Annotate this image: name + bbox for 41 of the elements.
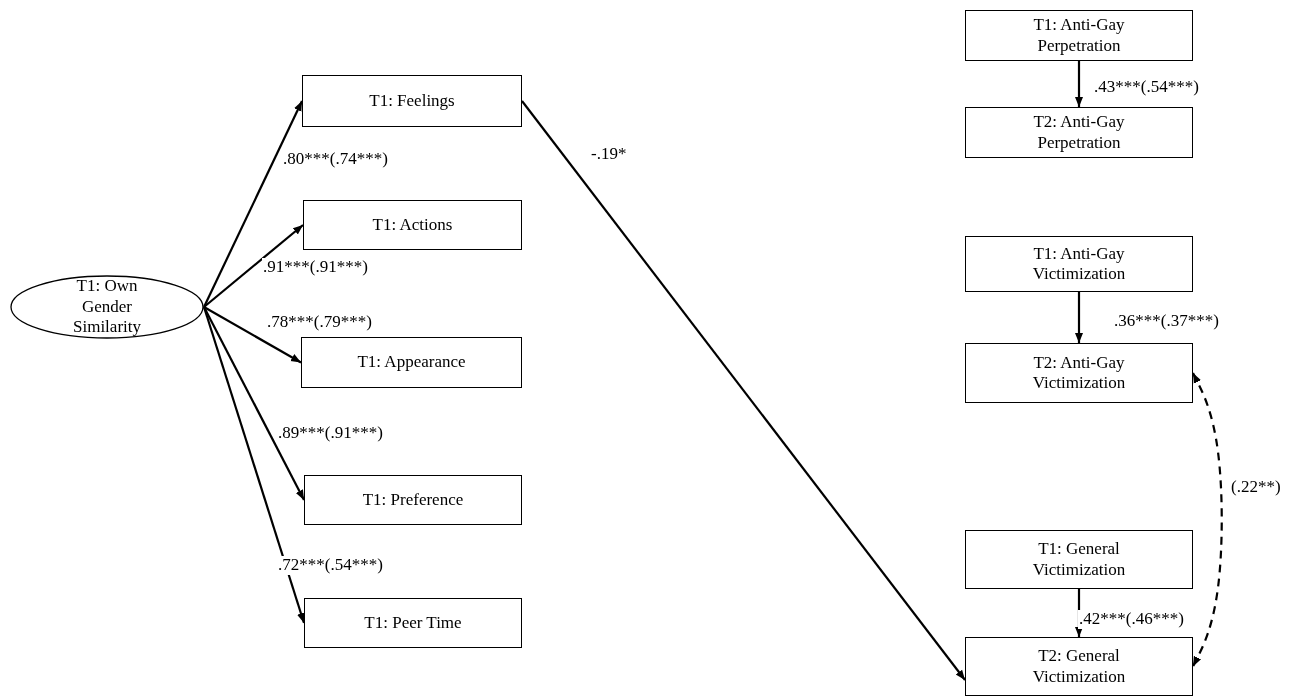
variable-label: T1: Preference (361, 489, 465, 511)
path-coefficient: .78***(.79***) (266, 313, 373, 332)
path-coefficient: (.22**) (1230, 478, 1282, 497)
latent-variable-ellipse (10, 275, 204, 339)
variable-label: T1: Appearance (356, 352, 467, 373)
path-arrow (203, 306, 305, 501)
variable-box (965, 10, 1193, 61)
variable-label: T2: Anti-Gay Perpetration (1032, 112, 1126, 153)
variable-box (965, 107, 1193, 158)
variable-box (965, 236, 1193, 292)
variable-box (302, 75, 522, 127)
variable-label: T1: Feelings (368, 90, 456, 112)
variable-label: T2: General Victimization (1031, 646, 1127, 687)
variable-label: T1: Own Gender Similarity (72, 276, 142, 338)
variable-box (965, 637, 1193, 696)
path-arrow (203, 100, 303, 308)
path-coefficient: .80***(.74***) (282, 150, 389, 169)
variable-box (301, 337, 522, 388)
path-coefficient: .89***(.91***) (277, 424, 384, 443)
variable-label: T1: Actions (371, 214, 454, 236)
variable-label: T1: Anti-Gay Perpetration (1032, 15, 1126, 56)
path-coefficient: .91***(.91***) (262, 258, 369, 277)
path-coefficient: .43***(.54***) (1093, 78, 1200, 97)
path-arrow (203, 224, 304, 308)
path-arrow (203, 306, 302, 364)
variable-label: T1: Peer Time (363, 612, 463, 634)
variable-box (965, 530, 1193, 589)
variable-box (304, 475, 522, 525)
path-arrow (1075, 292, 1083, 343)
variable-box (303, 200, 522, 250)
variable-label: T1: Anti-Gay Victimization (1031, 243, 1127, 285)
path-coefficient: .42***(.46***) (1078, 610, 1185, 629)
variable-label: T1: General Victimization (1031, 539, 1127, 580)
variable-box (965, 343, 1193, 403)
variable-label: T2: Anti-Gay Victimization (1031, 352, 1127, 394)
path-coefficient: .36***(.37***) (1113, 312, 1220, 331)
path-arrow (521, 100, 966, 681)
path-arrow (1192, 372, 1223, 667)
path-coefficient: .72***(.54***) (277, 556, 384, 575)
variable-box (304, 598, 522, 648)
path-arrow (1075, 61, 1083, 107)
